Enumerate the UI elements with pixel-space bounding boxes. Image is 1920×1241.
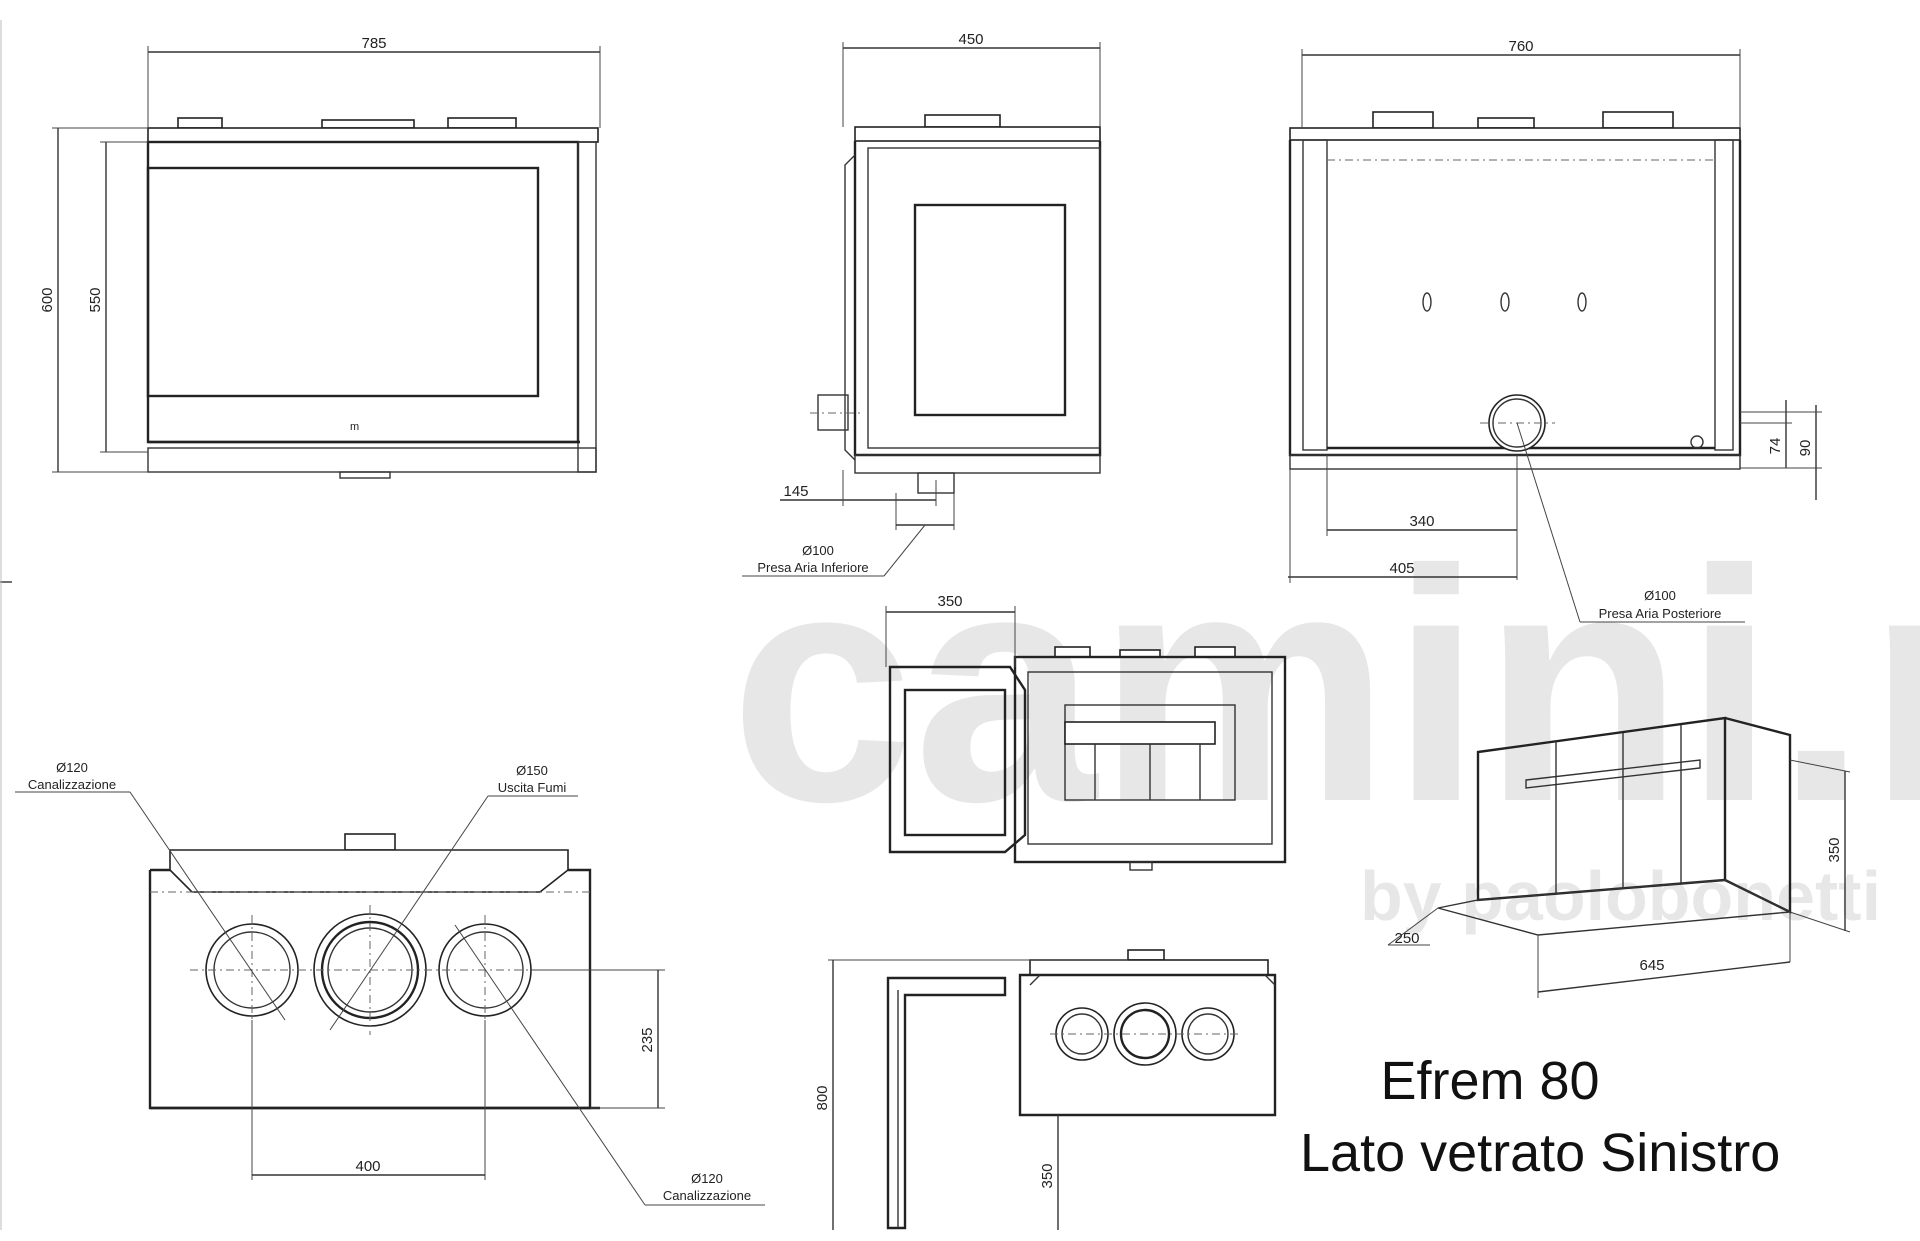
callout-flue-dia: Ø150: [516, 763, 548, 778]
dim-side-inlet-offset: 145: [783, 483, 808, 500]
rear-view: 760 340 405 74 90 Ø100 Presa Aria Poster…: [1288, 38, 1822, 623]
dim-rear-pos-y-inner: 74: [1767, 438, 1784, 455]
dim-top-spacing: 400: [355, 1158, 380, 1175]
dim-top-depth: 235: [639, 1027, 656, 1052]
top-section-view: 350: [885, 593, 1287, 871]
caption-variant: Lato vetrato Sinistro: [1300, 1123, 1781, 1183]
dim-side-depth: 450: [958, 31, 983, 48]
dim-front-height-inner: 550: [87, 287, 104, 312]
dim-side-section-height: 800: [814, 1085, 831, 1110]
callout-inlet-bottom-dia: Ø100: [802, 543, 834, 558]
base-tray-view: 645 350 250: [1387, 716, 1851, 998]
dim-side-section-offset: 350: [1039, 1163, 1056, 1188]
watermark: camini.net by paolobonetti: [730, 501, 1920, 935]
dim-rear-width: 760: [1508, 38, 1533, 55]
dim-tray-height: 350: [1826, 837, 1843, 862]
top-view: 400 235 Ø120 Canalizzazione Ø150 Uscita …: [15, 760, 765, 1206]
front-view: m 785 600 550: [39, 35, 601, 479]
watermark-main: camini.net: [730, 501, 1920, 870]
caption-model: Efrem 80: [1380, 1051, 1600, 1111]
callout-inlet-rear-label: Presa Aria Posteriore: [1599, 606, 1722, 621]
callout-inlet-bottom-label: Presa Aria Inferiore: [757, 560, 868, 575]
dim-rear-pos-x-outer: 405: [1389, 560, 1414, 577]
dim-front-width: 785: [361, 35, 386, 52]
svg-text:m: m: [350, 421, 359, 433]
callout-duct-left-dia: Ø120: [56, 760, 88, 775]
dim-rear-pos-y-outer: 90: [1797, 440, 1814, 457]
product-caption: Efrem 80 Lato vetrato Sinistro: [1300, 1045, 1781, 1189]
callout-flue-label: Uscita Fumi: [498, 780, 567, 795]
dim-section-door-width: 350: [937, 593, 962, 610]
callout-inlet-rear-dia: Ø100: [1644, 588, 1676, 603]
callout-duct-right-dia: Ø120: [691, 1171, 723, 1186]
dim-front-height-outer: 600: [39, 287, 56, 312]
callout-duct-right-label: Canalizzazione: [663, 1188, 751, 1203]
side-section-view: 800 350: [814, 949, 1277, 1230]
dim-tray-width: 645: [1639, 957, 1664, 974]
watermark-sub: by paolobonetti: [1360, 857, 1881, 935]
side-view: 450 145 Ø100 Presa Aria Inferiore: [742, 31, 1102, 577]
callout-duct-left-label: Canalizzazione: [28, 777, 116, 792]
dim-rear-pos-x-inner: 340: [1409, 513, 1434, 530]
dim-tray-offset: 250: [1394, 930, 1419, 947]
